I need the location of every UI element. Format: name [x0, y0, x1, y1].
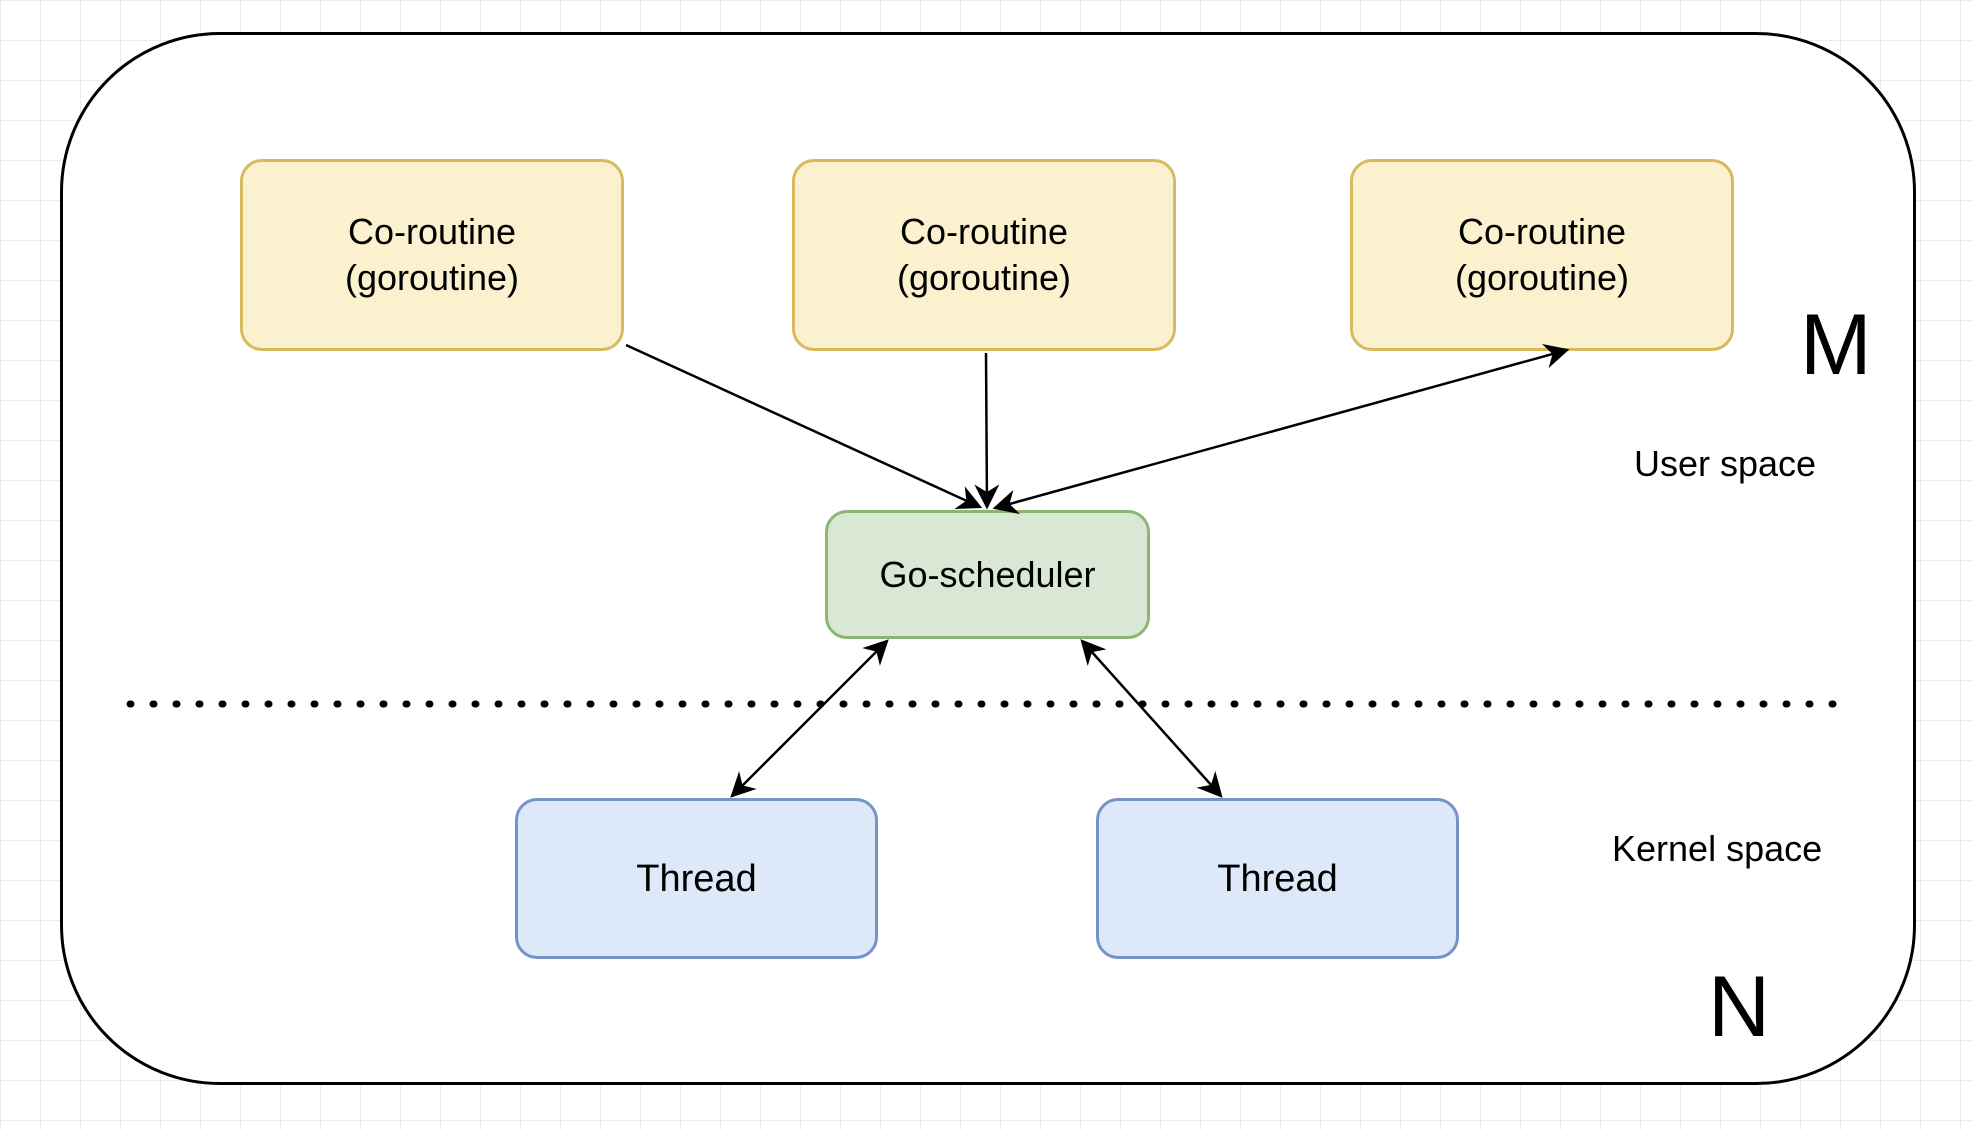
kernel-space-label: Kernel space [1612, 828, 1823, 869]
coroutine-box-1[interactable]: Co-routine (goroutine) [240, 159, 624, 351]
thread-box-2[interactable]: Thread [1096, 798, 1459, 959]
user-space-label: User space [1634, 443, 1817, 484]
n-marker-label: N [1708, 959, 1771, 1055]
coroutine-box-2[interactable]: Co-routine (goroutine) [792, 159, 1176, 351]
coroutine-box-3[interactable]: Co-routine (goroutine) [1350, 159, 1734, 351]
m-marker-label: M [1800, 297, 1872, 393]
thread-box-1[interactable]: Thread [515, 798, 878, 959]
go-scheduler-box[interactable]: Go-scheduler [825, 510, 1150, 639]
